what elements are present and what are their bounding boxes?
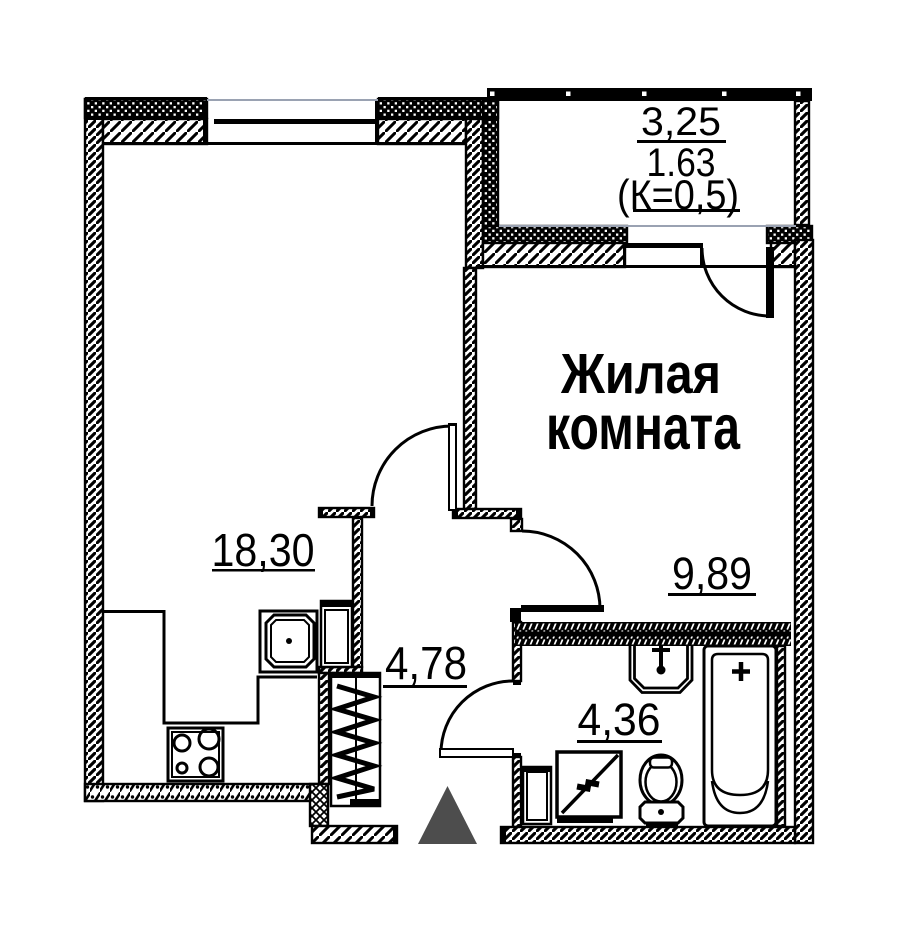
svg-text:4,78: 4,78 [385, 637, 467, 689]
svg-text:1.63: 1.63 [647, 141, 716, 185]
svg-text:3,25: 3,25 [641, 100, 721, 144]
svg-text:9,89: 9,89 [672, 548, 752, 599]
svg-text:комната: комната [546, 393, 741, 463]
svg-text:4,36: 4,36 [578, 694, 661, 745]
svg-text:18,30: 18,30 [212, 524, 315, 576]
svg-text:Жилая: Жилая [560, 342, 721, 406]
